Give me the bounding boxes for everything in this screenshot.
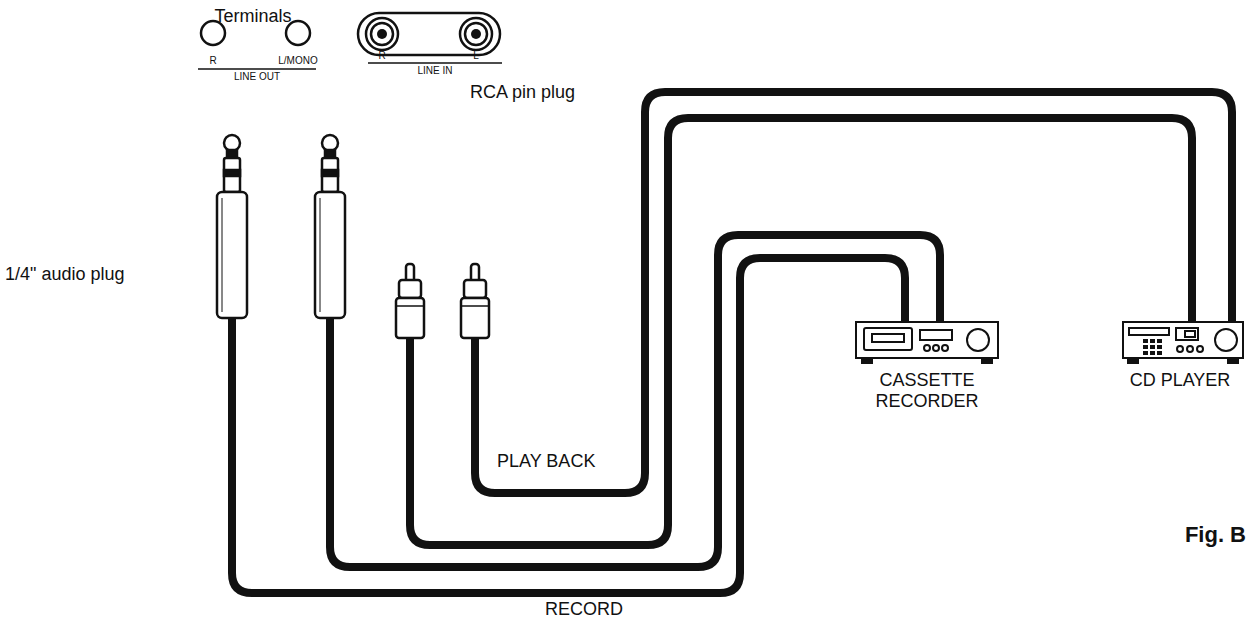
cable-label: RECORD — [545, 599, 623, 620]
pin-name: R — [378, 50, 385, 62]
pin-name: L — [473, 50, 479, 62]
line-in-housing — [358, 13, 500, 55]
playback-cable — [410, 118, 1192, 545]
cable-label: PLAY BACK — [497, 451, 595, 472]
device-label: CD PLAYER — [1130, 370, 1231, 391]
terminal-name: LINE OUT — [234, 71, 280, 83]
line-in-jack — [465, 23, 487, 45]
rca-plug — [396, 264, 424, 338]
rca-plug — [461, 264, 489, 338]
terminal-name: LINE IN — [417, 65, 452, 77]
line-in-jack — [371, 23, 393, 45]
line-in-jack — [366, 18, 398, 50]
quarter-inch-plug — [217, 135, 247, 318]
line-in-jack — [460, 18, 492, 50]
playback-cable — [475, 92, 1232, 493]
quarter-inch-plug — [315, 135, 345, 318]
record-cable — [330, 235, 940, 567]
cassette-recorder — [856, 322, 998, 363]
part-label: RCA pin plug — [470, 82, 575, 103]
device-label: CASSETTE RECORDER — [862, 370, 992, 411]
pin-name: L/MONO — [278, 55, 317, 67]
part-label: 1/4" audio plug — [5, 264, 125, 285]
figure-number: Fig. B — [1185, 522, 1246, 547]
pin-name: R — [209, 55, 216, 67]
heading-label: Terminals — [214, 6, 291, 27]
cd-player — [1123, 322, 1243, 363]
